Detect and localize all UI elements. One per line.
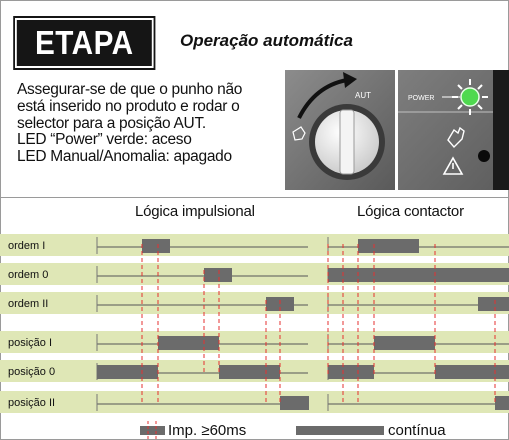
step-title: Operação automática (180, 31, 353, 50)
row-label: ordem 0 (8, 269, 48, 281)
signal-pulse (358, 239, 419, 253)
instruction-line: LED “Power” verde: aceso (17, 131, 192, 149)
signal-pulse (97, 365, 158, 379)
row-label: ordem II (8, 298, 48, 310)
signal-pulse (328, 268, 509, 282)
instruction-line: LED Manual/Anomalia: apagado (17, 148, 232, 166)
signal-pulse (435, 365, 509, 379)
instruction-line: selector para a posição AUT. (17, 114, 206, 132)
row-label: posição II (8, 397, 55, 409)
legend-impulse-swatch (140, 426, 165, 435)
arrow-head-icon (343, 72, 357, 88)
power-label: POWER (408, 95, 434, 102)
signal-pulse (328, 365, 343, 379)
divider (0, 197, 509, 198)
instructions: Assegurar-se de que o punho não está ins… (17, 81, 287, 166)
rotation-arrow (297, 78, 348, 119)
row-band (0, 391, 509, 413)
signal-pulse (495, 396, 509, 410)
anomaly-led (478, 150, 490, 162)
selector-handle (339, 109, 355, 175)
legend-continuous-swatch (296, 426, 384, 435)
row-band (0, 292, 509, 314)
row-band (0, 234, 509, 256)
row-label: posição 0 (8, 366, 55, 378)
row-label: posição I (8, 337, 52, 349)
power-led (452, 79, 488, 115)
legend-impulse-label: Imp. ≥60ms (168, 422, 247, 439)
signal-pulse (142, 239, 170, 253)
column-header-impulse: Lógica impulsional (135, 203, 255, 220)
row-label: ordem I (8, 240, 45, 252)
selector-illustration: AUT (285, 70, 395, 190)
signal-pulse (158, 336, 219, 350)
signal-pulse (478, 297, 509, 311)
instruction-line: Assegurar-se de que o punho não (17, 81, 243, 98)
warning-icon (442, 156, 464, 175)
led-panel: POWER (398, 70, 509, 190)
instruction-line: está inserido no produto e rodar o (17, 97, 240, 115)
manual-hand-icon (447, 126, 465, 149)
legend-continuous-label: contínua (388, 422, 446, 439)
padlock-icon (292, 126, 306, 141)
signal-pulse (374, 336, 435, 350)
column-header-contactor: Lógica contactor (357, 203, 464, 220)
signal-pulse (204, 268, 232, 282)
signal-pulse (219, 365, 280, 379)
step-badge: ETAPA 6A (13, 16, 156, 107)
aut-label: AUT (355, 91, 371, 100)
signal-pulse (280, 396, 309, 410)
